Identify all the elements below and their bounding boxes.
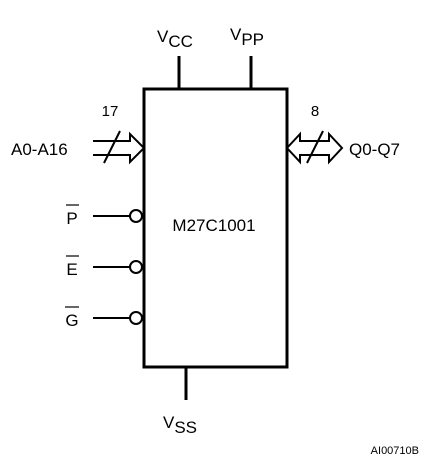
address-bus-slash xyxy=(103,130,121,164)
enable-label: E xyxy=(66,260,77,279)
vpp-label: VPP xyxy=(230,25,264,49)
address-bus-count: 17 xyxy=(102,103,119,120)
data-bus-slash xyxy=(306,130,324,164)
chip-body xyxy=(142,87,289,369)
chip-name: M27C1001 xyxy=(172,216,255,235)
reference-code: AI00710B xyxy=(371,445,419,457)
vss-label: VSS xyxy=(163,413,197,437)
program-label: P xyxy=(66,209,77,228)
address-bus-arrow xyxy=(93,131,146,165)
enable-pin-bubble xyxy=(129,260,143,274)
program-pin-bubble xyxy=(129,209,143,223)
address-bus-label: A0-A16 xyxy=(11,140,68,159)
output-enable-pin-bubble xyxy=(129,311,143,325)
data-bus-count: 8 xyxy=(311,103,319,120)
data-bus-label: Q0-Q7 xyxy=(349,140,400,159)
vcc-label: VCC xyxy=(157,27,193,51)
output-enable-label: G xyxy=(65,311,78,330)
